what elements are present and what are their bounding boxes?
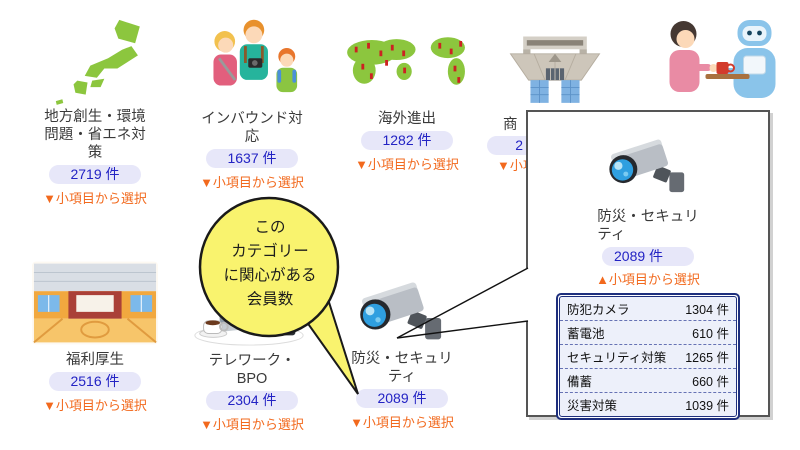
subitem-select-link[interactable]: ▼小項目から選択 (350, 415, 454, 430)
category-card-security: 防災・セキュリ ティ 2089 件 ▼小項目から選択 (328, 270, 476, 431)
subitem-row[interactable]: 蓄電池 610 件 (560, 321, 736, 345)
category-label: インバウンド対 応 (201, 111, 303, 145)
category-card-overseas: 海外進出 1282 件 ▼小項目から選択 (334, 22, 480, 173)
member-count-badge: 2 (487, 136, 529, 155)
member-count-badge: 1282 件 (361, 131, 453, 150)
gymnasium-icon (31, 260, 159, 346)
category-card-regional: 地方創生・環境 問題・省エネ対 策 2719 件 ▼小項目から選択 (18, 14, 172, 207)
category-card-inbound: インバウンド対 応 1637 件 ▼小項目から選択 (184, 16, 320, 191)
subitem-select-link[interactable]: ▼小項目から選択 (200, 175, 304, 190)
subitem-count: 1039 件 (685, 399, 729, 413)
member-count-badge: 1637 件 (206, 149, 298, 168)
member-count-badge: 2304 件 (206, 391, 298, 410)
japan-map-icon (39, 14, 151, 108)
category-label: 福利厚生 (66, 352, 124, 368)
subitem-collapse-link[interactable]: ▲小項目から選択 (596, 272, 700, 287)
member-count-badge: 2089 件 (356, 389, 448, 408)
subitem-label: 備蓄 (567, 375, 593, 389)
popup-tail-gap (523, 268, 530, 321)
subitem-count: 660 件 (692, 375, 729, 389)
security-camera-icon (598, 128, 698, 202)
annotation-bubble-text: この カテゴリー に関心がある 会員数 (223, 219, 317, 308)
subitem-select-link[interactable]: ▼小項目から選択 (43, 191, 147, 206)
category-label: 海外進出 (378, 111, 436, 127)
subitem-count: 1304 件 (685, 303, 729, 317)
exhibition-building-icon (505, 24, 605, 109)
subitem-count: 1265 件 (685, 351, 729, 365)
subitem-label: 防犯カメラ (567, 303, 630, 317)
woman-robot-icon (652, 12, 790, 108)
category-label: 防災・セキュリ ティ (351, 351, 453, 385)
subitem-popup: 防災・セキュリ ティ 2089 件 ▲小項目から選択 防犯カメラ 1304 件 … (526, 110, 770, 420)
subitem-row[interactable]: 備蓄 660 件 (560, 369, 736, 393)
member-count-badge: 2089 件 (602, 247, 694, 266)
subitem-row[interactable]: 災害対策 1039 件 (560, 393, 736, 416)
subitem-count: 610 件 (692, 327, 729, 341)
subitem-table: 防犯カメラ 1304 件 蓄電池 610 件 セキュリティ対策 1265 件 備… (556, 293, 740, 420)
subitem-label: 災害対策 (567, 399, 618, 413)
category-card-telework: テレワーク・ BPO 2304 件 ▼小項目から選択 (184, 352, 320, 433)
subitem-label: 蓄電池 (567, 327, 605, 341)
member-count-badge: 2719 件 (49, 165, 141, 184)
security-camera-icon (346, 270, 458, 350)
subitem-row[interactable]: 防犯カメラ 1304 件 (560, 297, 736, 321)
category-label: 商 (503, 117, 518, 133)
category-label: テレワーク・ BPO (208, 353, 296, 387)
subitem-row[interactable]: セキュリティ対策 1265 件 (560, 345, 736, 369)
subitem-select-link[interactable]: ▼小項目から選択 (200, 417, 304, 432)
subitem-select-link[interactable]: ▼小項目から選択 (43, 398, 147, 413)
category-label: 地方創生・環境 問題・省エネ対 策 (44, 109, 146, 161)
world-map-icon (334, 22, 480, 98)
member-count-badge: 2516 件 (49, 372, 141, 391)
subitem-label: セキュリティ対策 (567, 351, 667, 365)
tourist-family-icon (194, 16, 310, 110)
category-card-welfare: 福利厚生 2516 件 ▼小項目から選択 (18, 260, 172, 414)
popup-title: 防災・セキュリ ティ (597, 209, 699, 243)
subitem-select-link[interactable]: ▼小項目から選択 (355, 157, 459, 172)
